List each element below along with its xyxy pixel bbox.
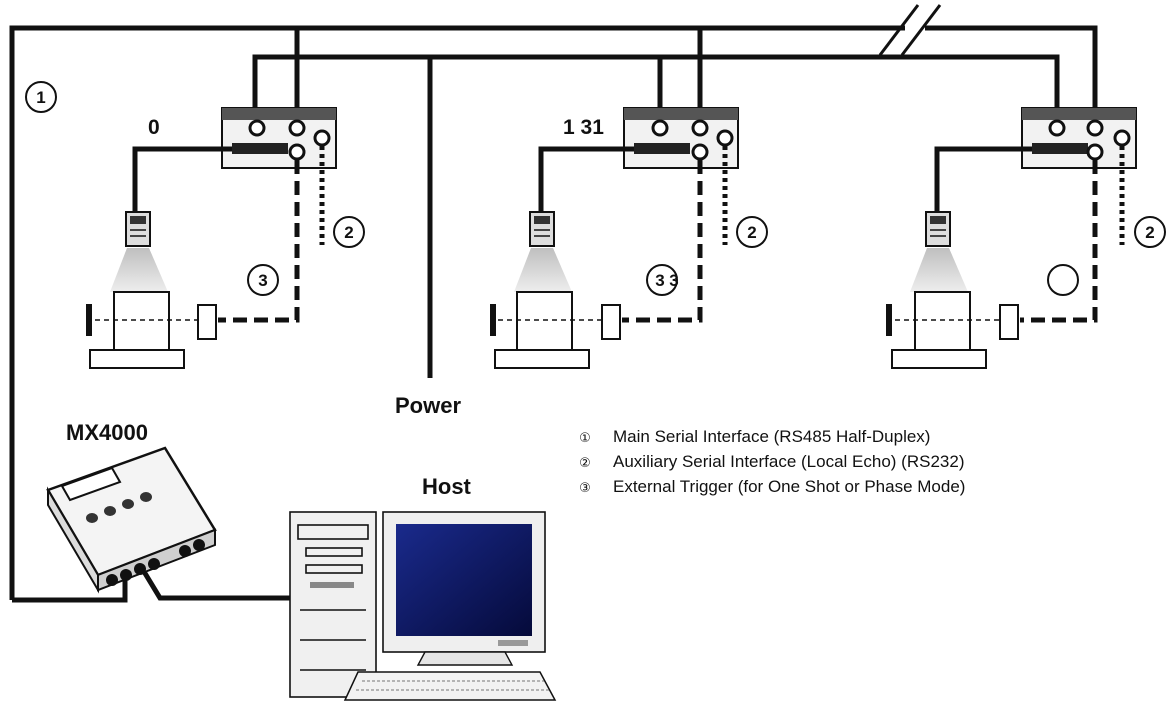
svg-text:2: 2 [747,223,756,242]
main-serial-bus [9,4,1098,600]
host-computer-icon [289,511,557,701]
svg-text:1: 1 [36,88,45,107]
legend-item-3: ③ External Trigger (for One Shot or Phas… [579,477,965,496]
scanner-head-1 [514,211,572,292]
monitor-screen [396,524,532,636]
conveyor-0 [86,291,200,369]
legend-item-2: ② Auxiliary Serial Interface (Local Echo… [579,452,964,471]
svg-text:Auxiliary Serial Interface (Lo: Auxiliary Serial Interface (Local Echo) … [613,452,964,471]
svg-text:3: 3 [655,271,664,290]
scanner-head-0 [110,211,168,292]
svg-text:2: 2 [344,223,353,242]
power-bus [252,54,1060,378]
callout-trigger-2-empty [1047,264,1079,296]
legend: ① Main Serial Interface (RS485 Half-Dupl… [579,427,965,496]
conveyor-2 [886,291,1002,369]
photocell-0 [197,304,217,340]
photocell-2 [999,304,1019,340]
connection-box-0 [221,107,337,169]
svg-text:2: 2 [1145,223,1154,242]
svg-text:①: ① [579,431,591,446]
conveyor-1 [490,291,604,369]
scanner-head-2 [910,211,968,292]
node-label-1: 1 31 [563,116,604,139]
callout-aux-serial-2: 2 [1134,216,1166,248]
controller-host-cable [137,563,290,601]
legend-item-1: ① Main Serial Interface (RS485 Half-Dupl… [579,427,930,446]
power-label: Power [395,393,461,418]
scanner-node-2 [886,107,1137,369]
callout-aux-serial-1: 2 [736,216,768,248]
svg-text:3: 3 [258,271,267,290]
scanner-node-1 [490,107,739,369]
svg-text:Main Serial Interface (RS485 H: Main Serial Interface (RS485 Half-Duplex… [613,427,930,446]
mx4000-controller-icon [46,446,217,594]
connection-box-1 [623,107,739,169]
callout-main-serial: 1 [25,81,57,113]
node-label-0: 0 [148,116,160,139]
callout-trigger-1: 3 3 [646,264,679,296]
photocell-1 [601,304,621,340]
svg-text:3: 3 [669,271,678,290]
host-label: Host [422,474,472,499]
scanner-node-0 [86,107,337,369]
svg-text:②: ② [579,456,591,471]
callout-aux-serial-0: 2 [333,216,365,248]
callout-trigger-0: 3 [247,264,279,296]
svg-text:External Trigger (for One Shot: External Trigger (for One Shot or Phase … [613,477,965,496]
connection-box-2 [1021,107,1137,169]
svg-text:③: ③ [579,481,591,496]
controller-label: MX4000 [66,420,148,445]
